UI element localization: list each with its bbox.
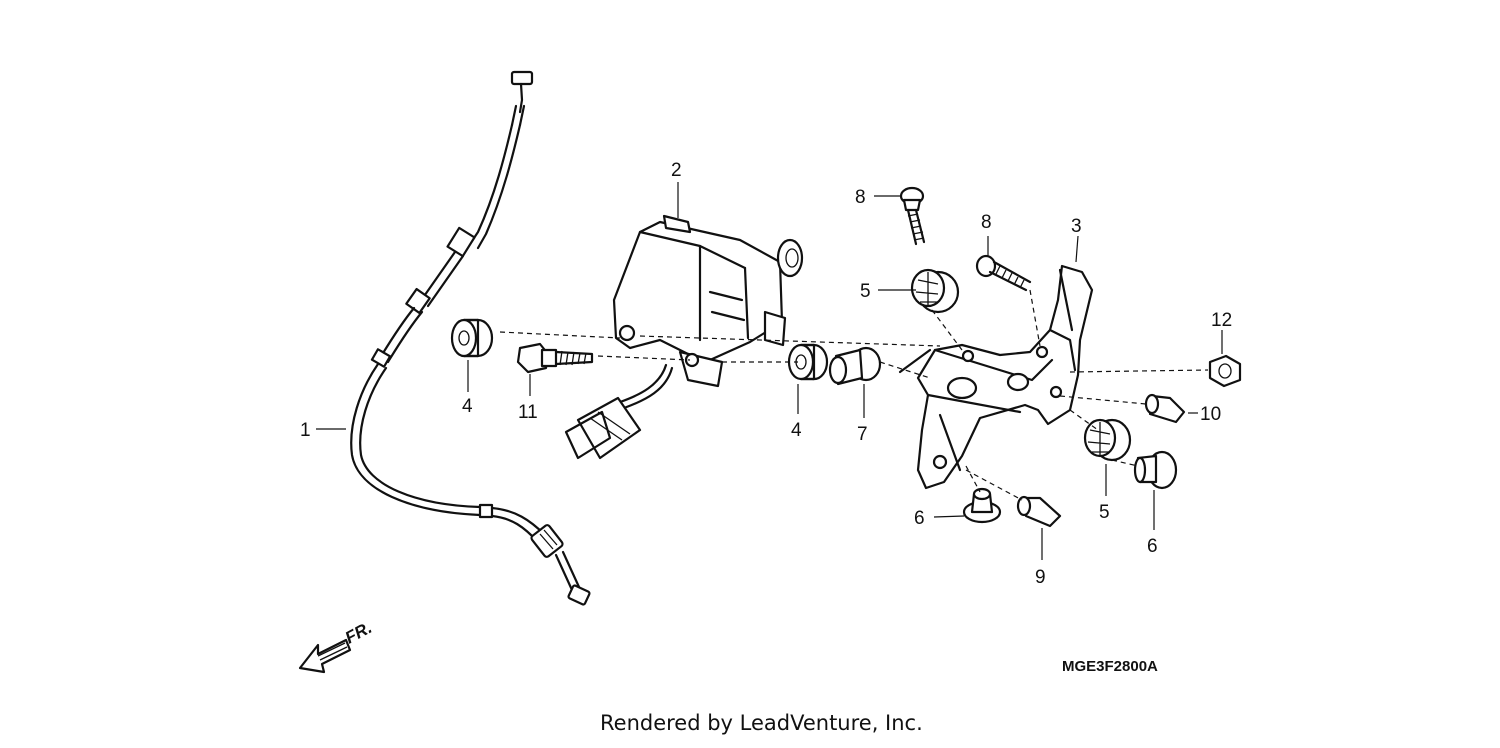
collar-part-6-right: [1133, 450, 1178, 490]
damper-part-5-top: [910, 268, 960, 314]
collar-part-6-bottom: [962, 487, 1002, 524]
actuator-part: [564, 214, 804, 460]
callout-3: 3: [1071, 216, 1082, 237]
plug-part-10: [1144, 393, 1186, 424]
front-direction-arrow-icon: [298, 638, 352, 674]
callout-12: 12: [1211, 310, 1232, 331]
callout-5-bottom: 5: [1099, 502, 1110, 523]
callout-6-bottom: 6: [914, 508, 925, 529]
callout-2: 2: [671, 160, 682, 181]
callout-6-right: 6: [1147, 536, 1158, 557]
nut-part-12: [1208, 354, 1242, 388]
render-credit: Rendered by LeadVenture, Inc.: [600, 711, 923, 735]
callout-1: 1: [300, 420, 311, 441]
callout-10: 10: [1200, 404, 1221, 425]
callout-8-right: 8: [981, 212, 992, 233]
callout-4-right: 4: [791, 420, 802, 441]
callout-5-top: 5: [860, 281, 871, 302]
plug-part-9: [1016, 495, 1062, 528]
callout-9: 9: [1035, 567, 1046, 588]
callout-11: 11: [518, 402, 538, 423]
grommet-part-left: [450, 318, 494, 358]
callout-8-top: 8: [855, 187, 866, 208]
callout-labels: 1 2 3 4 4 5 5 6 6 7 8 8 9 10 11 12: [300, 160, 1232, 588]
bracket-part: [898, 264, 1094, 490]
bolt-part-11: [516, 342, 594, 374]
cable-part: [350, 70, 591, 606]
diagram-code: MGE3F2800A: [1062, 658, 1158, 675]
collar-part: [828, 346, 882, 386]
damper-part-5-bottom: [1083, 418, 1132, 462]
assembly-lines: [499, 289, 1209, 501]
screw-part-8-right: [975, 254, 1032, 292]
callout-4-left: 4: [462, 396, 473, 417]
screw-part-8-top: [899, 186, 926, 246]
callout-7: 7: [857, 424, 868, 445]
leader-lines: [316, 182, 1223, 560]
